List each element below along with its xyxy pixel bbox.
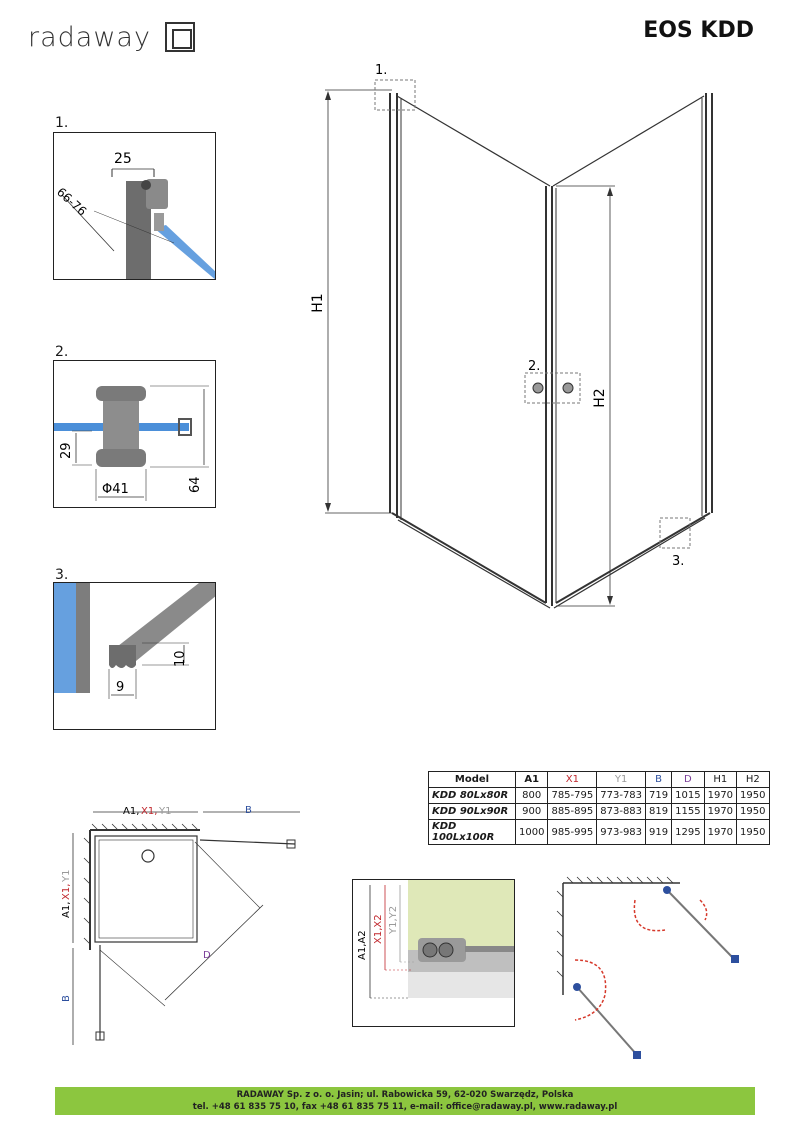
detail-3-dim-height: 10 — [173, 650, 188, 667]
callout-2: 2. — [528, 359, 540, 374]
table-row: KDD 90Lx90R 900 885-895 873-883 819 1155… — [428, 803, 770, 820]
product-title: EOS KDD — [643, 18, 754, 43]
wall-profile-box: A1,A2 X1,X2 Y1,Y2 — [352, 879, 515, 1027]
table-cell: 919 — [645, 819, 673, 845]
plan-view-diagram: A1, X1, Y1 B A1, X1, Y1 B D — [61, 805, 300, 1045]
detail-2-number: 2. — [55, 344, 69, 360]
table-cell: 719 — [645, 787, 673, 804]
table-row: KDD 80Lx80R 800 785-795 773-783 719 1015… — [428, 787, 770, 804]
dimensions-table: Model A1 X1 Y1 B D H1 H2 KDD 80Lx80R 800… — [428, 771, 770, 845]
table-cell: 1155 — [671, 803, 705, 820]
company-footer: RADAWAY Sp. z o. o. Jasin; ul. Rabowicka… — [55, 1087, 755, 1115]
table-cell: 785-795 — [547, 787, 598, 804]
table-header-h2: H2 — [736, 771, 770, 788]
table-header-row: Model A1 X1 Y1 B D H1 H2 — [428, 771, 770, 788]
detail-1-dim-range: 66-76 — [54, 185, 89, 219]
plan-side-x1: X1, — [61, 884, 72, 900]
table-cell: 819 — [645, 803, 673, 820]
detail-2-box: 29 Φ41 64 — [53, 360, 216, 508]
table-cell: 873-883 — [596, 803, 647, 820]
table-header-y1: Y1 — [596, 771, 647, 788]
table-cell: 885-895 — [547, 803, 598, 820]
table-cell: 800 — [514, 787, 549, 804]
detail-1-box: 25 66-76 — [53, 132, 216, 280]
table-header-a1: A1 — [514, 771, 549, 788]
table-cell: 1015 — [671, 787, 705, 804]
detail-2-dim-diameter: Φ41 — [102, 482, 129, 497]
table-cell: 985-995 — [547, 819, 598, 845]
table-header-b: B — [645, 771, 673, 788]
table-cell: 1970 — [703, 803, 738, 820]
detail-3-dim-width: 9 — [116, 680, 124, 695]
detail-3-number: 3. — [55, 567, 69, 583]
table-header-x1: X1 — [547, 771, 598, 788]
plan-side-a1: A1, — [61, 902, 72, 918]
plan-side-y1: Y1 — [61, 870, 72, 883]
table-cell-model: KDD 100Lx100R — [428, 819, 516, 845]
plan-top-a1: A1, — [123, 806, 139, 817]
wall-label-a: A1,A2 — [357, 930, 368, 960]
table-cell-model: KDD 80Lx80R — [428, 787, 516, 804]
table-cell-model: KDD 90Lx90R — [428, 803, 516, 820]
detail-2-dim-total: 64 — [188, 476, 203, 493]
table-cell: 1295 — [671, 819, 705, 845]
footer-address: RADAWAY Sp. z o. o. Jasin; ul. Rabowicka… — [236, 1090, 574, 1100]
table-header-h1: H1 — [703, 771, 738, 788]
door-swing-diagram — [556, 876, 739, 1059]
table-header-d: D — [671, 771, 705, 788]
table-cell: 1970 — [703, 819, 738, 845]
label-h2: H2 — [592, 388, 608, 407]
table-cell: 973-983 — [596, 819, 647, 845]
table-cell: 900 — [514, 803, 549, 820]
plan-top-b: B — [245, 805, 252, 816]
detail-1-dim-width: 25 — [114, 151, 132, 167]
wall-label-y: Y1,Y2 — [388, 906, 399, 935]
table-header-model: Model — [428, 771, 516, 788]
table-cell: 1950 — [736, 803, 770, 820]
plan-top-x1: X1, — [141, 806, 157, 817]
table-cell: 1970 — [703, 787, 738, 804]
detail-1-drawing: 25 66-76 — [54, 151, 215, 279]
detail-1-number: 1. — [55, 115, 69, 131]
wall-profile-drawing: A1,A2 X1,X2 Y1,Y2 — [357, 880, 514, 999]
table-cell: 1950 — [736, 819, 770, 845]
detail-3-box: 10 9 — [53, 582, 216, 730]
detail-2-dim-height: 29 — [59, 442, 74, 459]
plan-side-b: B — [61, 995, 72, 1002]
plan-top-y1: Y1 — [158, 806, 171, 817]
table-row: KDD 100Lx100R 1000 985-995 973-983 919 1… — [428, 819, 770, 845]
detail-3-drawing: 10 9 — [54, 583, 215, 699]
table-cell: 1950 — [736, 787, 770, 804]
plan-diag-d: D — [203, 950, 211, 961]
table-cell: 773-783 — [596, 787, 647, 804]
callout-3: 3. — [672, 554, 684, 569]
table-cell: 1000 — [514, 819, 549, 845]
brand-logo-icon — [165, 22, 195, 52]
main-enclosure-diagram: H1 H2 1. 2. 3. — [310, 63, 713, 609]
label-h1: H1 — [310, 293, 326, 312]
wall-label-x: X1,X2 — [373, 914, 384, 944]
footer-contact: tel. +48 61 835 75 10, fax +48 61 835 75… — [192, 1102, 618, 1112]
brand-logo-text: radaway — [28, 22, 151, 53]
callout-1: 1. — [375, 63, 387, 78]
detail-2-drawing: 29 Φ41 64 — [54, 385, 209, 501]
